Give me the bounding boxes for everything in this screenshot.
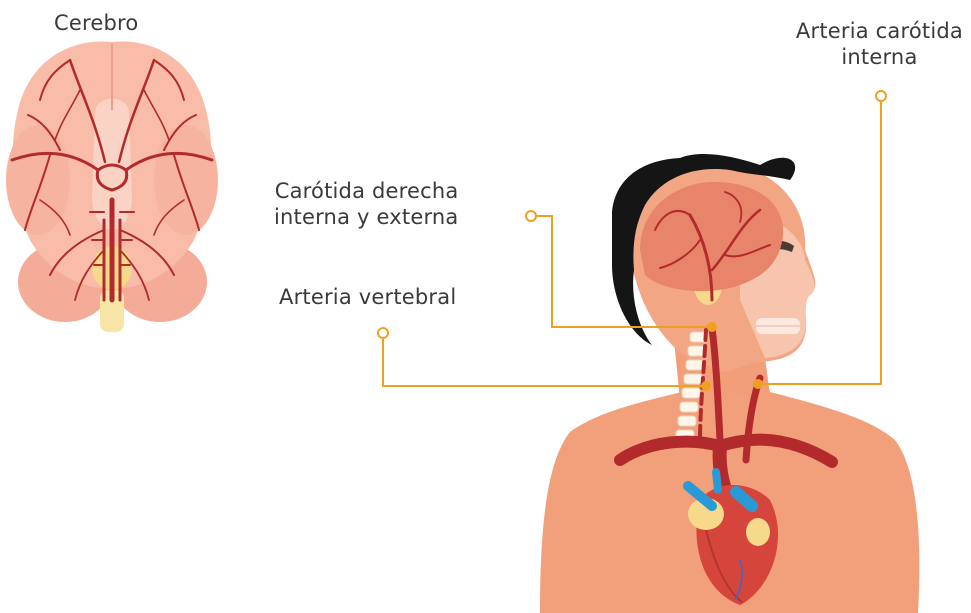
vertebral-callout xyxy=(383,339,706,386)
right-carotid-callout-end xyxy=(526,211,536,221)
vertebral-callout-end xyxy=(378,328,388,338)
internal-carotid-callout-end xyxy=(876,91,886,101)
brain-illustration xyxy=(6,42,218,332)
